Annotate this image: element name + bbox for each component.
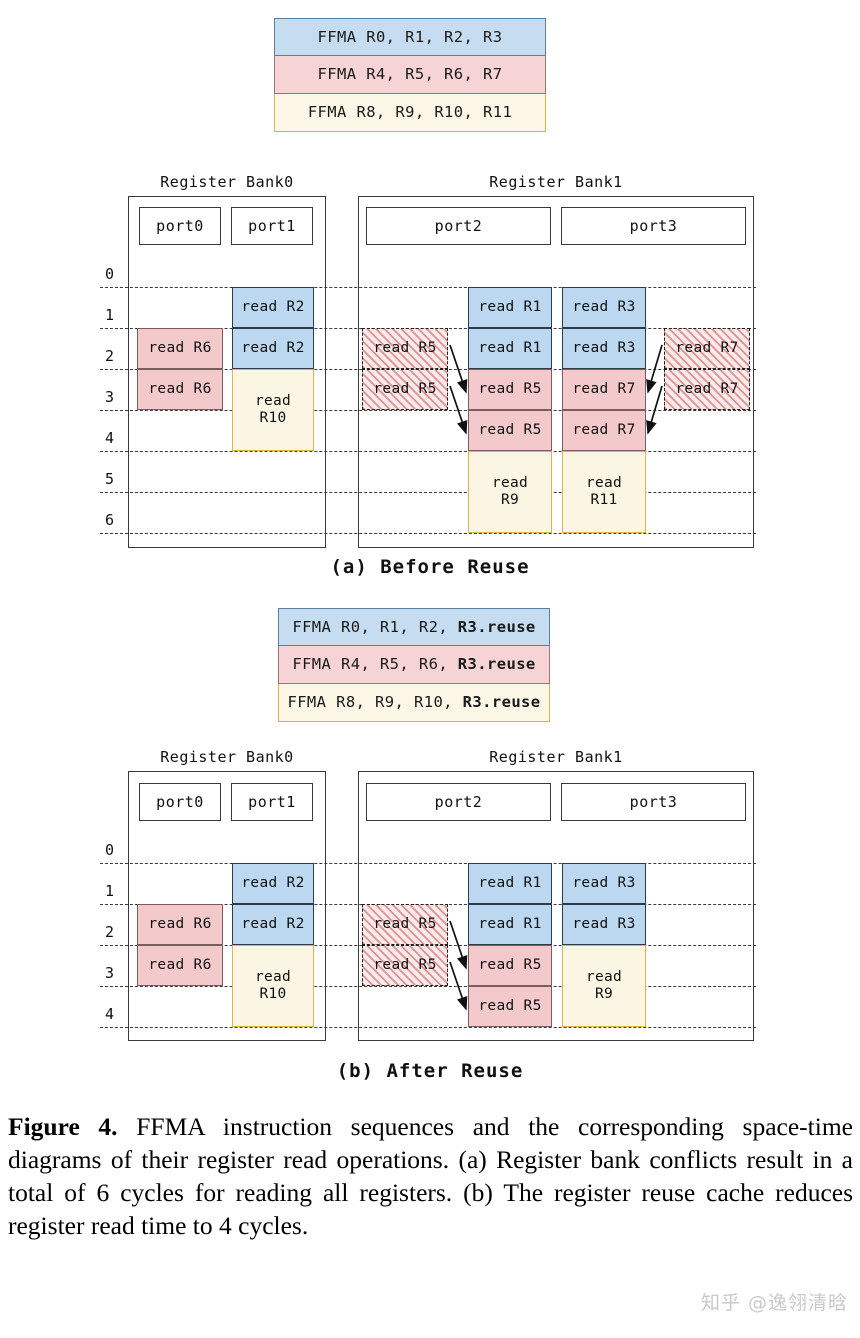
- read-cell: read R3: [562, 287, 646, 328]
- read-cell: read R2: [232, 863, 314, 904]
- port0-header-a: port0: [139, 207, 221, 245]
- read-cell: read R2: [232, 904, 314, 945]
- instruction-text: FFMA R4, R5, R6,: [292, 655, 458, 673]
- instruction-row: FFMA R4, R5, R6, R7: [274, 56, 546, 94]
- read-cell: read R1: [468, 863, 552, 904]
- sub-caption-a: (a) Before Reuse: [330, 556, 530, 578]
- bank0-title-a: Register Bank0: [160, 173, 294, 191]
- cycle-label: 0: [105, 841, 115, 859]
- bank0-title-b: Register Bank0: [160, 748, 294, 766]
- read-cell: read R5: [468, 369, 552, 410]
- figure-caption-text: FFMA instruction sequences and the corre…: [8, 1112, 853, 1241]
- cycle-label: 0: [105, 265, 115, 283]
- read-cell: read R1: [468, 904, 552, 945]
- cycle-rule: [100, 986, 756, 987]
- instruction-row: FFMA R0, R1, R2, R3.reuse: [278, 608, 550, 646]
- read-cell: read R2: [232, 287, 314, 328]
- bank1-frame-b: [358, 771, 754, 1041]
- instruction-stack-a: FFMA R0, R1, R2, R3 FFMA R4, R5, R6, R7 …: [274, 18, 546, 132]
- cycle-label: 2: [105, 347, 115, 365]
- read-cell: read R7: [562, 410, 646, 451]
- read-cell: read R6: [137, 945, 223, 986]
- read-cell: read R1: [468, 328, 552, 369]
- cycle-rule: [100, 533, 756, 534]
- port3-header-a: port3: [561, 207, 746, 245]
- port0-header-b: port0: [139, 783, 221, 821]
- cycle-label: 1: [105, 882, 115, 900]
- read-cell: read R9: [468, 451, 552, 533]
- figure-label: Figure 4.: [8, 1112, 118, 1141]
- port1-header-a: port1: [231, 207, 313, 245]
- port2-header-a: port2: [366, 207, 551, 245]
- port3-header-b: port3: [561, 783, 746, 821]
- cycle-label: 4: [105, 1005, 115, 1023]
- cycle-label: 6: [105, 511, 115, 529]
- read-cell: read R5: [468, 945, 552, 986]
- bank1-frame-a: [358, 196, 754, 548]
- read-cell: read R3: [562, 328, 646, 369]
- read-cell: read R3: [562, 863, 646, 904]
- watermark: 知乎 @逸翎清晗: [700, 1292, 848, 1314]
- cycle-rule: [100, 451, 756, 452]
- read-cell: read R10: [232, 369, 314, 451]
- cycle-rule: [100, 287, 756, 288]
- figure-caption: Figure 4. FFMA instruction sequences and…: [8, 1110, 853, 1243]
- cycle-label: 1: [105, 306, 115, 324]
- cycle-label: 4: [105, 429, 115, 447]
- cycle-rule: [100, 492, 756, 493]
- bank1-title-a: Register Bank1: [489, 173, 623, 191]
- cycle-label: 2: [105, 923, 115, 941]
- stalled-read-cell: read R5: [362, 904, 448, 945]
- bank0-frame-b: [128, 771, 326, 1041]
- read-cell: read R3: [562, 904, 646, 945]
- reuse-flag: R3.reuse: [462, 693, 541, 711]
- port2-header-b: port2: [366, 783, 551, 821]
- cycle-rule: [100, 410, 756, 411]
- stalled-read-cell: read R7: [664, 369, 750, 410]
- port1-header-b: port1: [231, 783, 313, 821]
- instruction-stack-b: FFMA R0, R1, R2, R3.reuse FFMA R4, R5, R…: [278, 608, 550, 722]
- bank0-frame-a: [128, 196, 326, 548]
- cycle-rule: [100, 1027, 756, 1028]
- bank1-title-b: Register Bank1: [489, 748, 623, 766]
- reuse-flag: R3.reuse: [457, 618, 536, 636]
- stalled-read-cell: read R5: [362, 328, 448, 369]
- cycle-label: 5: [105, 470, 115, 488]
- instruction-row: FFMA R0, R1, R2, R3: [274, 18, 546, 56]
- read-cell: read R6: [137, 904, 223, 945]
- cycle-label: 3: [105, 388, 115, 406]
- read-cell: read R5: [468, 986, 552, 1027]
- read-cell: read R10: [232, 945, 314, 1027]
- instruction-row: FFMA R4, R5, R6, R3.reuse: [278, 646, 550, 684]
- read-cell: read R7: [562, 369, 646, 410]
- cycle-label: 3: [105, 964, 115, 982]
- read-cell: read R6: [137, 369, 223, 410]
- read-cell: read R5: [468, 410, 552, 451]
- read-cell: read R9: [562, 945, 646, 1027]
- stalled-read-cell: read R5: [362, 369, 448, 410]
- read-cell: read R2: [232, 328, 314, 369]
- cycle-rule: [100, 863, 756, 864]
- read-cell: read R11: [562, 451, 646, 533]
- read-cell: read R6: [137, 328, 223, 369]
- stalled-read-cell: read R5: [362, 945, 448, 986]
- stalled-read-cell: read R7: [664, 328, 750, 369]
- sub-caption-b: (b) After Reuse: [336, 1060, 524, 1082]
- read-cell: read R1: [468, 287, 552, 328]
- instruction-text: FFMA R0, R1, R2,: [292, 618, 458, 636]
- instruction-row: FFMA R8, R9, R10, R11: [274, 94, 546, 132]
- instruction-row: FFMA R8, R9, R10, R3.reuse: [278, 684, 550, 722]
- reuse-flag: R3.reuse: [457, 655, 536, 673]
- instruction-text: FFMA R8, R9, R10,: [287, 693, 463, 711]
